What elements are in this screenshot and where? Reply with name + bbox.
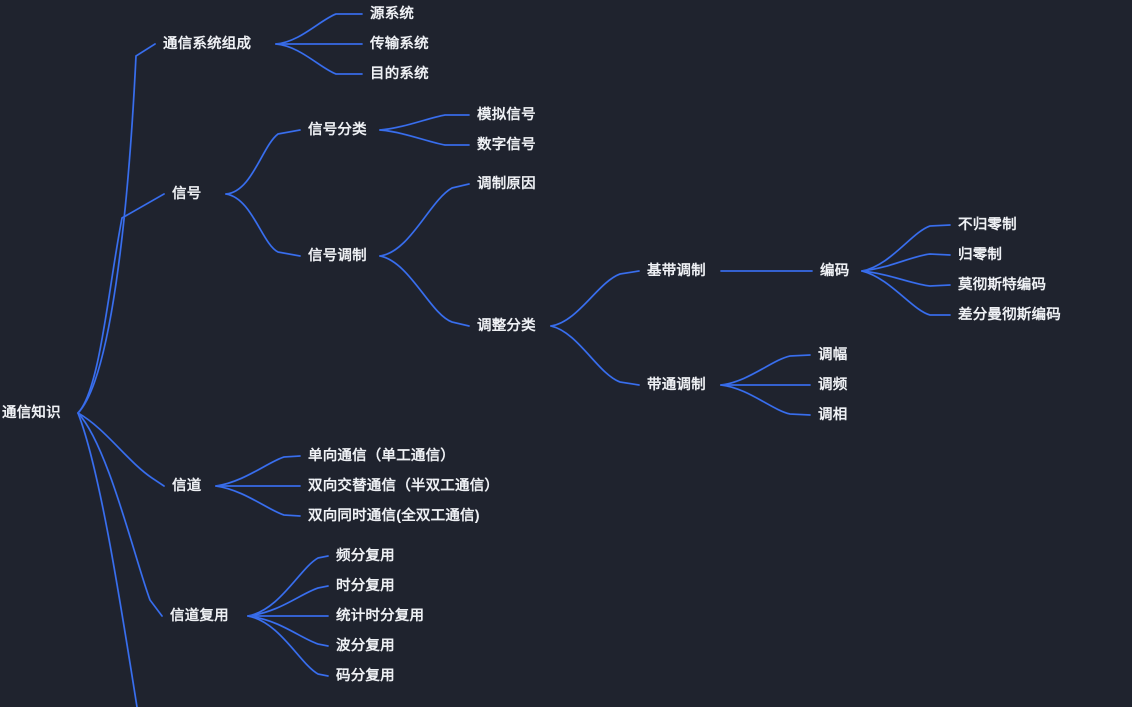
- mindmap-edge-highlight: [215, 485, 301, 517]
- mindmap-node[interactable]: 信道复用: [170, 607, 229, 624]
- mindmap-edge: [215, 455, 301, 487]
- mindmap-edge-highlight: [77, 43, 156, 414]
- mindmap-node[interactable]: 归零制: [958, 246, 1003, 263]
- mindmap-edge: [275, 13, 363, 45]
- mindmap-edge-highlight: [861, 270, 951, 316]
- mindmap-edge-highlight: [861, 224, 951, 272]
- mindmap-edge: [77, 412, 165, 487]
- mindmap-edge: [720, 384, 811, 416]
- mindmap-edge-highlight: [225, 129, 301, 195]
- mindmap-node[interactable]: 编码: [820, 262, 850, 279]
- mindmap-edge-highlight: [275, 43, 363, 75]
- mindmap-edge-highlight: [379, 255, 470, 327]
- mindmap-node[interactable]: 时分复用: [336, 577, 395, 594]
- mindmap-edge-highlight: [77, 412, 165, 487]
- mindmap-edge-highlight: [550, 270, 640, 327]
- mindmap-root-node[interactable]: 通信知识: [2, 404, 61, 421]
- mindmap-node[interactable]: 调幅: [818, 346, 848, 363]
- mindmap-edge-highlight: [720, 354, 811, 386]
- mindmap-node[interactable]: 信道: [172, 477, 202, 494]
- mindmap-node[interactable]: 目的系统: [370, 65, 429, 82]
- mindmap-edge: [861, 270, 951, 287]
- mindmap-edge-highlight: [861, 253, 951, 272]
- mindmap-edge: [77, 193, 165, 414]
- mindmap-edge-highlight: [225, 193, 301, 257]
- mindmap-edge: [77, 412, 138, 707]
- mindmap-node[interactable]: 调频: [818, 376, 848, 393]
- mindmap-edge: [550, 325, 640, 386]
- mindmap-node[interactable]: 统计时分复用: [336, 607, 425, 624]
- mindmap-node[interactable]: 传输系统: [370, 35, 429, 52]
- mindmap-edge: [247, 615, 329, 647]
- mindmap-node[interactable]: 信号: [172, 185, 202, 202]
- mindmap-node[interactable]: 差分曼彻斯编码: [958, 306, 1061, 323]
- mindmap-node[interactable]: 码分复用: [336, 667, 395, 684]
- mindmap-edge-highlight: [77, 412, 163, 617]
- mindmap-edge: [720, 354, 811, 386]
- mindmap-node[interactable]: 模拟信号: [477, 106, 536, 123]
- mindmap-edge-highlight: [215, 455, 301, 487]
- mindmap-edge-highlight: [379, 114, 470, 131]
- mindmap-edge: [861, 224, 951, 272]
- mindmap-edge-highlight: [247, 615, 329, 647]
- mindmap-edge-highlight: [379, 129, 470, 146]
- mindmap-node[interactable]: 基带调制: [647, 262, 706, 279]
- mindmap-edge: [861, 253, 951, 272]
- mindmap-edge-highlight: [247, 585, 329, 617]
- mindmap-edge: [247, 585, 329, 617]
- mindmap-node[interactable]: 源系统: [370, 5, 415, 22]
- mindmap-node[interactable]: 频分复用: [336, 547, 395, 564]
- mindmap-edge: [379, 129, 470, 146]
- mindmap-edge: [77, 43, 156, 414]
- mindmap-edge-highlight: [720, 384, 811, 416]
- mindmap-edge: [379, 114, 470, 131]
- mindmap-node[interactable]: 信号分类: [308, 121, 367, 138]
- mindmap-edge: [247, 615, 329, 677]
- mindmap-node[interactable]: 调整分类: [477, 317, 536, 334]
- mindmap-edge: [215, 485, 301, 517]
- mindmap-edge-highlight: [247, 555, 329, 617]
- mindmap-edge: [225, 193, 301, 257]
- mindmap-edge: [247, 555, 329, 617]
- mindmap-edge: [275, 43, 363, 75]
- mindmap-node[interactable]: 通信系统组成: [163, 35, 252, 52]
- mindmap-node[interactable]: 数字信号: [477, 136, 536, 153]
- mindmap-edge: [225, 129, 301, 195]
- mindmap-edge-highlight: [379, 183, 470, 257]
- mindmap-edge-highlight: [275, 13, 363, 45]
- mindmap-edge: [550, 270, 640, 327]
- mindmap-node[interactable]: 信号调制: [308, 247, 367, 264]
- mindmap-edge-highlight: [550, 325, 640, 386]
- mindmap-edge: [861, 270, 951, 316]
- mindmap-edge-highlight: [247, 615, 329, 677]
- mindmap-edge-highlight: [77, 193, 165, 414]
- mindmap-node[interactable]: 调相: [818, 406, 848, 423]
- mindmap-node[interactable]: 带通调制: [647, 376, 706, 393]
- mindmap-node[interactable]: 波分复用: [336, 637, 395, 654]
- mindmap-edge-highlight: [77, 412, 138, 707]
- mindmap-node[interactable]: 双向交替通信（半双工通信）: [308, 477, 500, 494]
- mindmap-node[interactable]: 莫彻斯特编码: [958, 276, 1047, 293]
- mindmap-node[interactable]: 不归零制: [958, 216, 1017, 233]
- mindmap-edge: [379, 255, 470, 327]
- mindmap-edge-highlight: [861, 270, 951, 287]
- mindmap-edge: [77, 412, 163, 617]
- mindmap-node[interactable]: 调制原因: [477, 175, 536, 192]
- mindmap-node[interactable]: 双向同时通信(全双工通信): [308, 507, 480, 524]
- mindmap-edge: [379, 183, 470, 257]
- mindmap-node[interactable]: 单向通信（单工通信）: [308, 447, 455, 464]
